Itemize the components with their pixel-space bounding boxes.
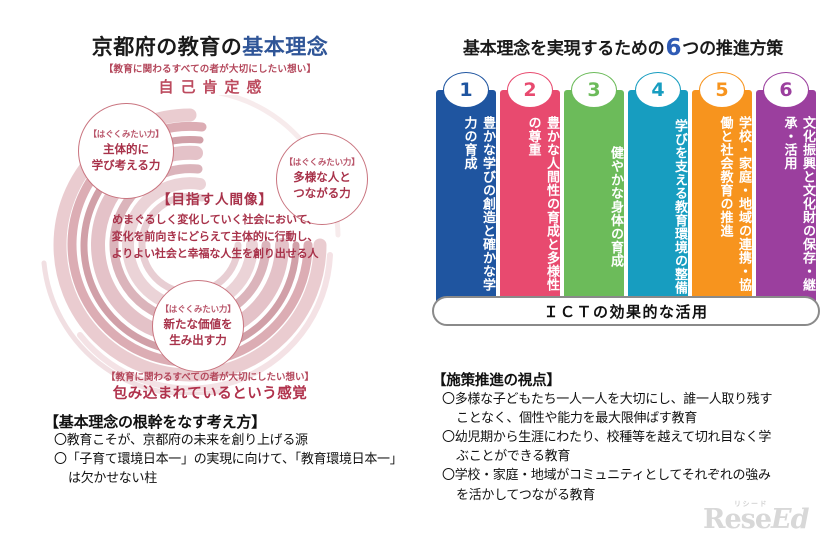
self-affirmation-label: 自己肯定感 — [158, 78, 269, 96]
bubble-creating-new-value: 【はぐくみたい力】 新たな価値を 生み出す力 — [152, 280, 244, 372]
note-item: 〇多様な子どもたち一人一人を大切にし、誰一人取り残す — [442, 392, 773, 407]
basic-philosophy-notes: 【基本理念の根幹をなす考え方】 〇教育こそが、京都府の未来を創り上げる源 〇「子… — [44, 411, 424, 489]
policy-number-badge: 6 — [763, 72, 809, 108]
policy-column-3[interactable]: 3 健やかな身体の育成 — [564, 72, 624, 302]
bubble-tag: 【はぐくみたい力】 — [88, 130, 164, 141]
policy-text: 豊かな学びの創造と確かな学力の育成 — [461, 116, 495, 292]
policy-viewpoint-notes: 【施策推進の視点】 〇多様な子どもたち一人一人を大切にし、誰一人取り残す ことな… — [432, 369, 826, 505]
policy-bar — [436, 90, 496, 302]
right-title-number: 6 — [665, 35, 682, 61]
feeling-of-being-embraced-label: 包み込まれているという感覚 — [112, 386, 308, 402]
note-item: 〇幼児期から生涯にわたり、校種等を越えて切れ目なく学 — [442, 430, 772, 446]
policy-bar — [692, 90, 752, 302]
policy-column-2[interactable]: 2 豊かな人間性の育成と多様性の尊重 — [500, 72, 560, 302]
bubble-tag: 【はぐくみたい力】 — [284, 158, 360, 169]
bubble-line-1: 多様な人と — [293, 170, 351, 185]
note-item-continuation: ことなく、個性や能力を最大限伸ばす教育 — [456, 411, 697, 427]
bubble-line-1: 新たな価値を — [163, 317, 233, 332]
ideal-person-heading: 【目指す人間像】 — [157, 192, 273, 208]
policy-column-6[interactable]: 6 文化振興と文化財の保存・継承・活用 — [756, 72, 816, 302]
reseed-logo: リシード ReseEd — [703, 500, 813, 535]
policy-viewpoint-heading: 【施策推進の視点】 — [432, 373, 561, 389]
right-panel-six-policies: 基本理念を実現するための6つの推進方策 1 豊かな学びの創造と確かな学力の育成 … — [420, 0, 826, 539]
note-item-continuation: は欠かせない柱 — [68, 470, 157, 486]
policy-bar — [756, 90, 816, 302]
policy-text: 学びを支える教育環境の整備 — [672, 119, 687, 295]
policy-text: 文化振興と文化財の保存・継承・活用 — [781, 116, 815, 292]
policy-bar — [628, 90, 688, 302]
policy-bar — [564, 90, 624, 302]
note-item-continuation: ぶことができる教育 — [456, 449, 571, 465]
policy-number-badge: 2 — [507, 72, 553, 108]
policy-number-badge: 4 — [635, 72, 681, 108]
left-title-accent: 基本理念 — [242, 35, 329, 59]
bubble-line-2: 学び考える力 — [91, 158, 161, 172]
note-item: 〇教育こそが、京都府の未来を創り上げる源 — [54, 433, 308, 448]
bottom-bracket-caption: 【教育に関わるすべての者が大切にしたい想い】 — [106, 372, 314, 383]
right-panel-title: 基本理念を実現するための6つの推進方策 — [420, 34, 826, 61]
ideal-person-block: 【目指す人間像】 めまぐるしく変化していく社会において、 変化を前向きにどらえて… — [45, 188, 385, 262]
note-item: 〇学校・家庭・地域がコミュニティとしてそれぞれの強み — [442, 468, 771, 484]
ideal-person-line-2: 変化を前向きにどらえて主体的に行動し、 — [111, 230, 319, 244]
policy-column-1[interactable]: 1 豊かな学びの創造と確かな学力の育成 — [436, 72, 496, 302]
bubble-tag: 【はぐくみたい力】 — [160, 305, 236, 316]
policy-text: 学校・家庭・地域の連携・協働と社会教育の推進 — [717, 116, 751, 292]
ideal-person-line-3: よりよい社会と幸福な人生を創り出せる人 — [111, 247, 319, 261]
right-title-before: 基本理念を実現するための — [462, 39, 665, 59]
policy-bar — [500, 90, 560, 302]
logo-wordmark: ReseEd — [703, 504, 809, 535]
policy-column-5[interactable]: 5 学校・家庭・地域の連携・協働と社会教育の推進 — [692, 72, 752, 302]
bubble-line-2: 生み出す力 — [169, 333, 227, 347]
left-panel-basic-philosophy: 京都府の教育の基本理念 【教育に関わるすべての者が大切にしたい想い】 自己肯定感 — [0, 31, 420, 486]
note-item: 〇「子育て環境日本一」の実現に向けて、「教育環境日本一」 — [54, 451, 403, 467]
top-bracket-caption: 【教育に関わるすべての者が大切にしたい想い】 — [103, 64, 317, 75]
left-title-plain: 京都府の教育の — [91, 35, 243, 59]
bubble-line-2: つながる力 — [293, 186, 351, 200]
note-item-continuation: を活かしてつながる教育 — [456, 487, 596, 503]
policy-text: 健やかな身体の育成 — [608, 146, 623, 268]
policy-text: 豊かな人間性の育成と多様性の尊重 — [525, 116, 559, 292]
policy-number-badge: 3 — [571, 72, 617, 108]
policy-columns: 1 豊かな学びの創造と確かな学力の育成 2 豊かな人間性の育成と多様性の尊重 3… — [436, 72, 816, 302]
ideal-person-line-1: めまぐるしく変化していく社会において、 — [112, 213, 318, 226]
right-title-after: つの推進方策 — [682, 39, 784, 59]
left-panel-title: 京都府の教育の基本理念 — [0, 31, 420, 61]
ict-utilization-banner: ＩＣＴの効果的な活用 — [432, 296, 820, 326]
basic-philosophy-notes-heading: 【基本理念の根幹をなす考え方】 — [44, 413, 267, 431]
policy-number-badge: 1 — [443, 72, 489, 108]
policy-column-4[interactable]: 4 学びを支える教育環境の整備 — [628, 72, 688, 302]
bubble-connecting-with-diverse-people: 【はぐくみたい力】 多様な人と つながる力 — [276, 133, 368, 225]
logo-word-b: Ed — [771, 504, 809, 535]
bubble-initiative-learning: 【はぐくみたい力】 主体的に 学び考える力 — [78, 103, 174, 199]
logo-word-a: Rese — [703, 504, 772, 535]
policy-number-badge: 5 — [699, 72, 745, 108]
logo-ruby-text: リシード — [734, 500, 768, 508]
bubble-line-1: 主体的に — [103, 142, 149, 157]
